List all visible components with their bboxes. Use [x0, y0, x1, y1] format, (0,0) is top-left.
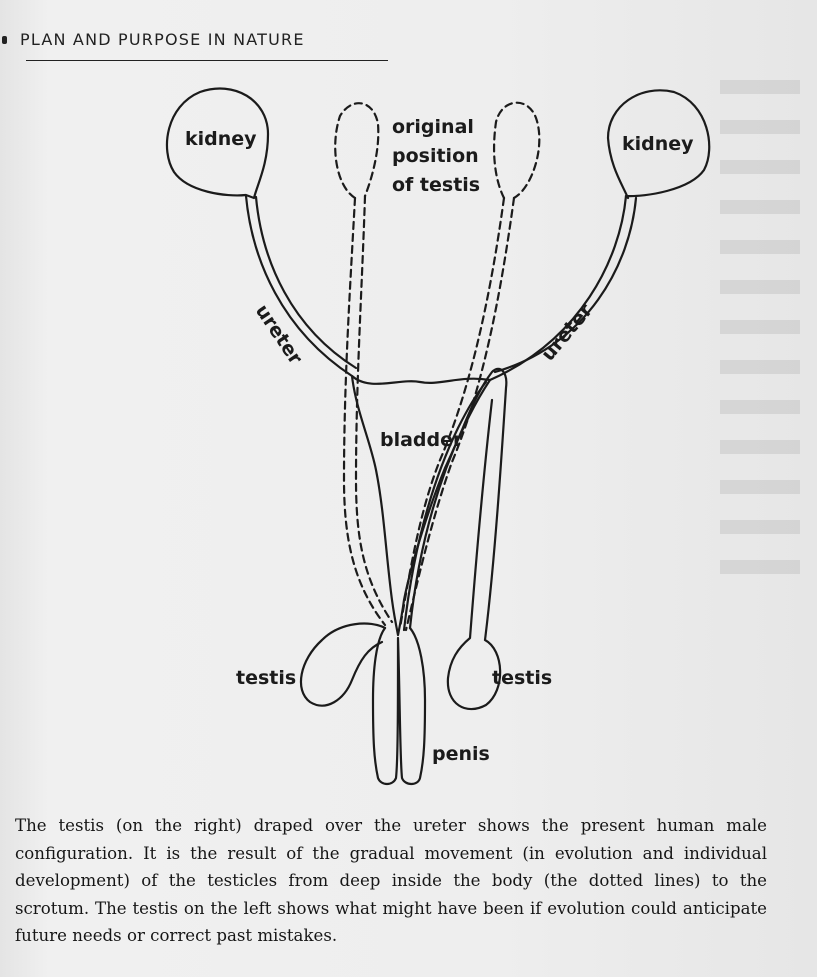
right-testis-outline	[410, 369, 506, 709]
page-edge-mark	[2, 36, 7, 44]
left-original-testis-dashed	[335, 103, 378, 198]
label-penis: penis	[432, 743, 490, 765]
right-original-testis-dashed	[494, 103, 539, 198]
label-testis-left: testis	[236, 667, 296, 689]
label-ureter-right: ureter	[537, 299, 597, 365]
label-original-position-2: position	[392, 145, 479, 167]
figure-caption: The testis (on the right) draped over th…	[15, 812, 767, 950]
label-kidney-left: kidney	[185, 128, 257, 150]
label-testis-right: testis	[492, 667, 552, 689]
right-descent-path-dashed-a	[400, 198, 504, 628]
penis-outline	[373, 628, 425, 784]
label-ureter-left: ureter	[251, 300, 307, 368]
right-descent-path-dashed-b	[406, 198, 514, 630]
label-bladder: bladder	[380, 429, 463, 451]
label-original-position-1: original	[392, 116, 474, 138]
label-kidney-right: kidney	[622, 133, 694, 155]
running-head-rule	[26, 60, 388, 61]
running-head: PLAN AND PURPOSE IN NATURE	[20, 30, 305, 49]
label-original-position-3: of testis	[392, 174, 480, 196]
anatomy-diagram: kidney kidney original position of testi…	[0, 70, 817, 800]
